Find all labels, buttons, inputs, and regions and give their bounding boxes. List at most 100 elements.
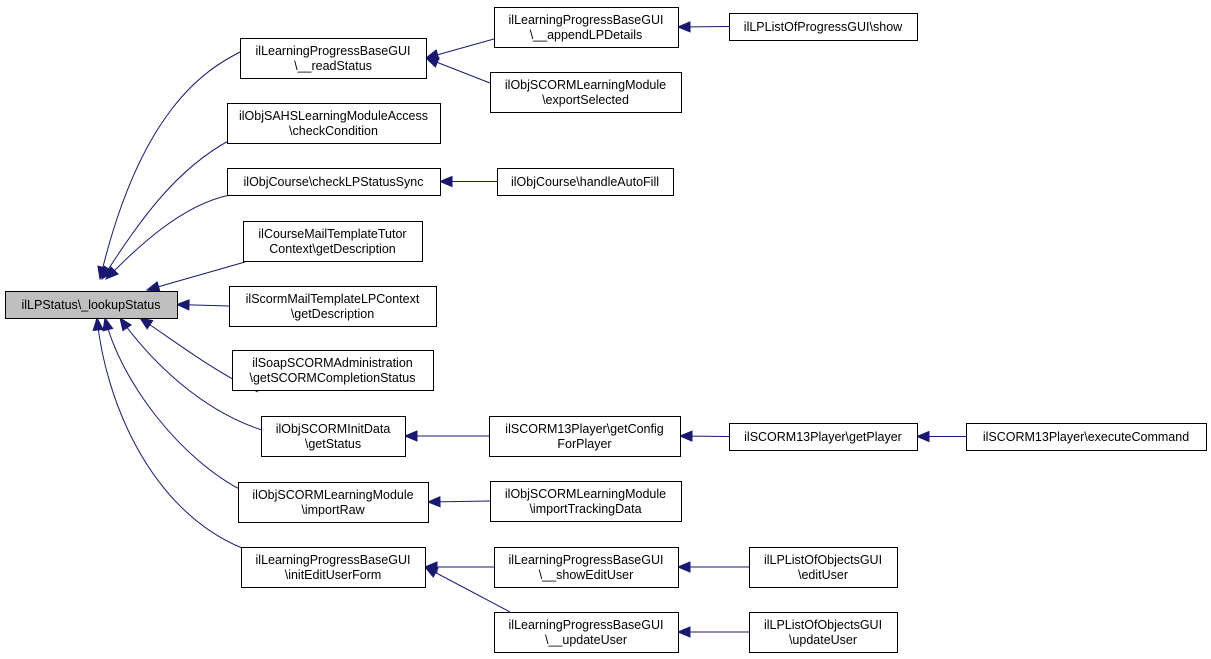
node-root[interactable]: ilLPStatus\_lookupStatus — [5, 291, 178, 319]
node-m2[interactable]: ilObjSCORMLearningModule\exportSelected — [490, 72, 682, 113]
node-f1[interactable]: ilSCORM13Player\executeCommand — [966, 423, 1207, 451]
node-box — [966, 423, 1207, 451]
node-box — [227, 103, 441, 144]
node-label: ilLPListOfObjectsGUI — [764, 618, 882, 632]
node-box — [749, 547, 898, 588]
node-n8[interactable]: ilObjSCORMLearningModule\importRaw — [238, 482, 429, 523]
edge-line — [104, 317, 246, 493]
node-label: Context\getDescription — [269, 242, 396, 256]
node-label: \importRaw — [301, 503, 365, 517]
node-label: ilLearningProgressBaseGUI — [256, 553, 411, 567]
edge-line — [105, 194, 231, 280]
node-label: ilSCORM13Player\getConfig — [505, 422, 663, 436]
node-box — [749, 612, 898, 653]
node-m5[interactable]: ilObjSCORMLearningModule\importTrackingD… — [490, 481, 682, 522]
node-n3[interactable]: ilObjCourse\checkLPStatusSync — [227, 168, 441, 196]
node-box — [232, 350, 434, 391]
node-label: \__updateUser — [545, 633, 627, 647]
node-box — [243, 221, 423, 262]
node-n1[interactable]: ilLearningProgressBaseGUI\__readStatus — [240, 38, 427, 79]
node-label: \initEditUserForm — [285, 568, 382, 582]
arrowhead — [676, 561, 691, 573]
node-n4[interactable]: ilCourseMailTemplateTutorContext\getDesc… — [243, 221, 423, 262]
arrowhead — [676, 626, 691, 638]
node-label: \__appendLPDetails — [530, 28, 643, 42]
node-label: ilLPListOfObjectsGUI — [764, 553, 882, 567]
edge-n4-to-root — [145, 261, 246, 293]
node-m7[interactable]: ilLearningProgressBaseGUI\__updateUser — [494, 612, 679, 653]
node-label: ForPlayer — [557, 437, 611, 451]
node-box — [261, 416, 406, 457]
node-r3[interactable]: ilLPListOfObjectsGUI\editUser — [749, 547, 898, 588]
arrowhead — [423, 566, 439, 578]
edge-n9-to-root — [92, 316, 243, 549]
node-box — [489, 416, 681, 457]
node-label: ilLearningProgressBaseGUI — [509, 618, 664, 632]
node-n7[interactable]: ilObjSCORMInitData\getStatus — [261, 416, 406, 457]
node-box — [229, 286, 437, 327]
node-label: \__showEditUser — [539, 568, 634, 582]
node-m6[interactable]: ilLearningProgressBaseGUI\__showEditUser — [494, 547, 679, 588]
node-box — [227, 168, 441, 196]
node-label: ilObjSCORMLearningModule — [252, 488, 413, 502]
edge-layer — [92, 21, 966, 638]
edge-line — [101, 139, 231, 280]
node-label: ilLPListOfProgressGUI\show — [744, 20, 903, 34]
node-label: ilLearningProgressBaseGUI — [509, 553, 664, 567]
arrowhead — [175, 299, 190, 311]
arrowhead — [105, 266, 119, 280]
edge-n1-to-root — [97, 51, 241, 281]
arrowhead — [119, 316, 132, 332]
edge-f1-to-r2 — [915, 430, 966, 443]
edge-m3-to-n3 — [438, 175, 497, 188]
node-label: \exportSelected — [542, 93, 629, 107]
node-label: ilObjSAHSLearningModuleAccess — [239, 109, 428, 123]
arrowhead — [676, 21, 691, 33]
node-label: ilObjCourse\handleAutoFill — [511, 175, 659, 189]
arrowhead — [424, 57, 440, 68]
edge-line — [146, 261, 246, 291]
edge-m2-to-n1 — [424, 57, 491, 84]
edge-m5-to-n8 — [426, 496, 491, 508]
edge-n2-to-root — [101, 139, 231, 281]
node-box — [240, 38, 427, 79]
edge-line — [96, 317, 243, 549]
node-box — [241, 547, 426, 588]
edge-r2-to-m4 — [678, 430, 730, 442]
node-label: ilObjSCORMLearningModule — [505, 487, 666, 501]
node-layer: ilLPStatus\_lookupStatus ilLearningProgre… — [5, 7, 1207, 653]
edge-n3-to-root — [105, 194, 231, 280]
node-m3[interactable]: ilObjCourse\handleAutoFill — [497, 168, 674, 196]
node-label: \__readStatus — [294, 59, 372, 73]
edge-r3-to-m6 — [676, 561, 749, 573]
node-label: \checkCondition — [289, 124, 378, 138]
node-box — [497, 168, 674, 196]
node-box — [490, 481, 682, 522]
node-n6[interactable]: ilSoapSCORMAdministration\getSCORMComple… — [232, 350, 434, 391]
node-r1[interactable]: ilLPListOfProgressGUI\show — [729, 13, 918, 41]
node-m1[interactable]: ilLearningProgressBaseGUI\__appendLPDeta… — [494, 7, 679, 48]
arrowhead — [102, 316, 114, 332]
arrowhead — [438, 175, 453, 188]
node-label: ilSCORM13Player\getPlayer — [744, 430, 902, 444]
node-label: \editUser — [798, 568, 848, 582]
node-r2[interactable]: ilSCORM13Player\getPlayer — [729, 423, 918, 451]
arrowhead — [92, 316, 104, 331]
arrowhead — [678, 430, 693, 442]
node-n9[interactable]: ilLearningProgressBaseGUI\initEditUserFo… — [241, 547, 426, 588]
node-r4[interactable]: ilLPListOfObjectsGUI\updateUser — [749, 612, 898, 653]
node-label: \getSCORMCompletionStatus — [249, 371, 415, 385]
edge-m7-to-n9 — [423, 566, 511, 613]
node-label: \updateUser — [789, 633, 857, 647]
edge-line — [119, 317, 263, 431]
node-box — [494, 7, 679, 48]
node-label: ilObjCourse\checkLPStatusSync — [244, 175, 424, 189]
node-label: \getDescription — [291, 307, 374, 321]
node-label: ilLearningProgressBaseGUI — [509, 13, 664, 27]
node-n2[interactable]: ilObjSAHSLearningModuleAccess\checkCondi… — [227, 103, 441, 144]
node-n5[interactable]: ilScormMailTemplateLPContext\getDescript… — [229, 286, 437, 327]
arrowhead — [403, 430, 418, 442]
node-box — [5, 291, 178, 319]
node-label: ilSCORM13Player\executeCommand — [983, 430, 1189, 444]
